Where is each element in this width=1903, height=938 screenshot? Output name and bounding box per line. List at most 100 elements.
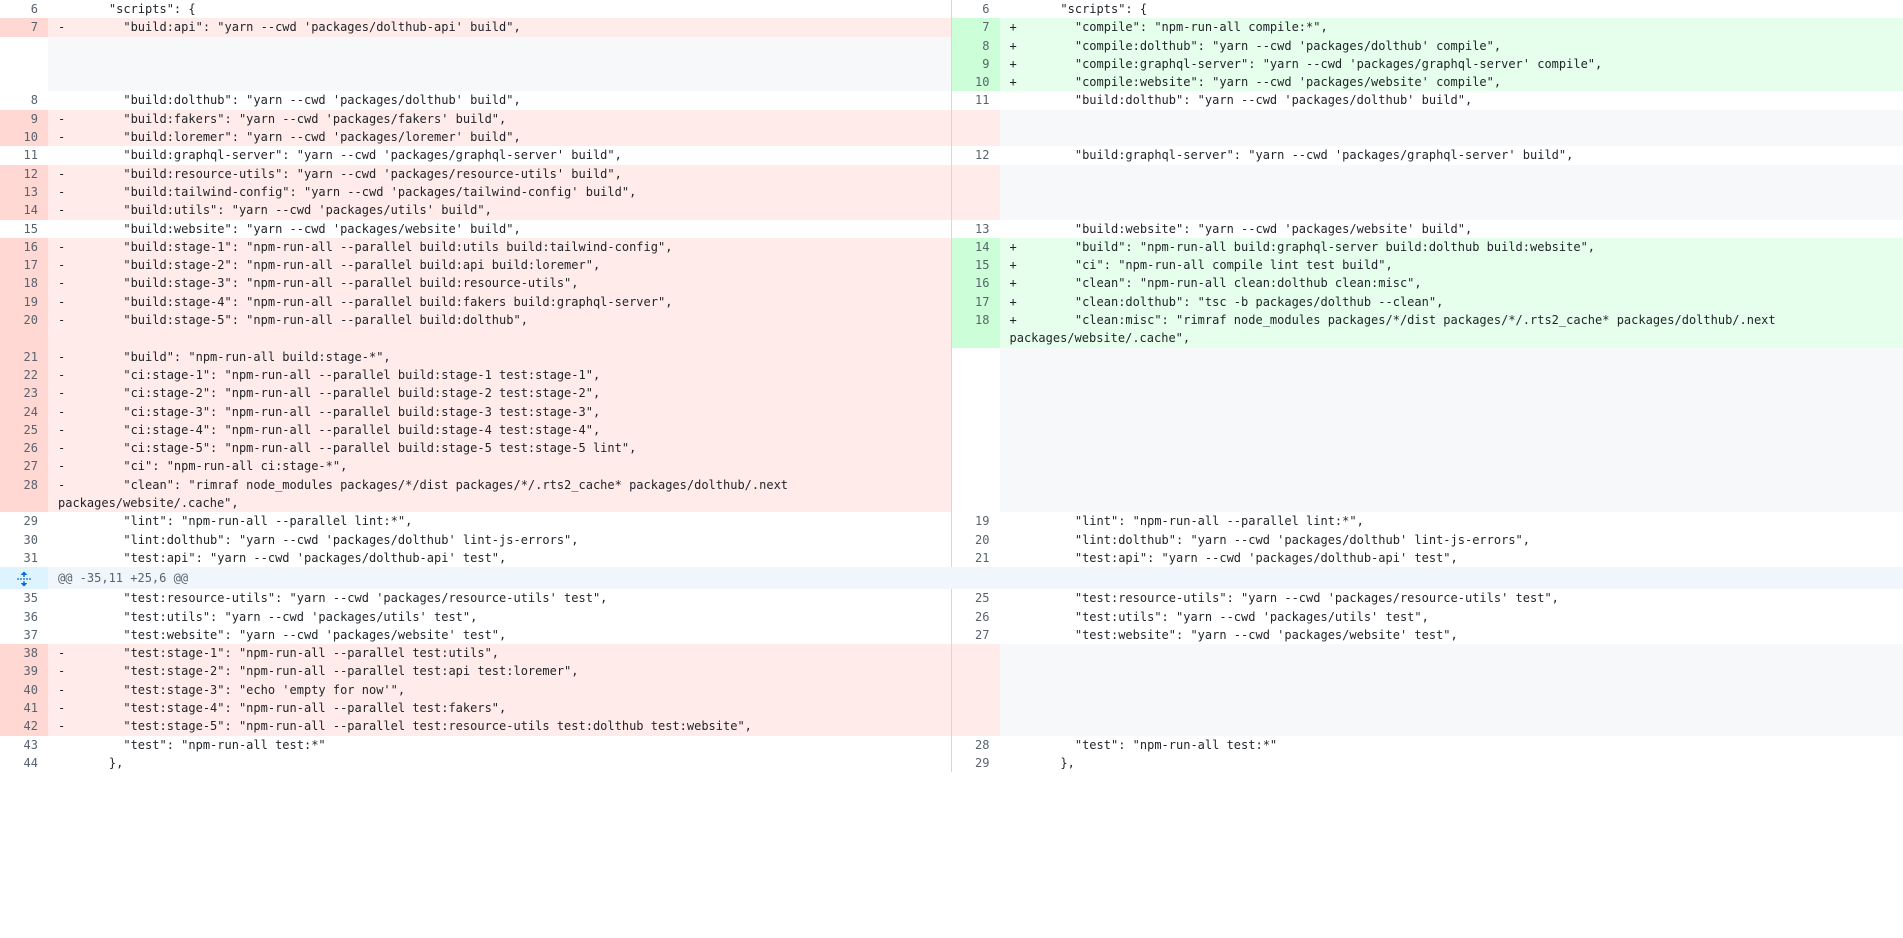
left-code-cell[interactable]: "test:website": "yarn --cwd 'packages/we…: [48, 625, 952, 645]
right-line-number[interactable]: [951, 402, 1000, 421]
right-code-cell[interactable]: "build:graphql-server": "yarn --cwd 'pac…: [999, 146, 1903, 165]
right-line-number[interactable]: 26: [951, 607, 1000, 626]
left-code-cell[interactable]: "build:graphql-server": "yarn --cwd 'pac…: [48, 146, 952, 165]
right-line-number[interactable]: 12: [951, 146, 1000, 165]
left-code-cell[interactable]: - "clean": "rimraf node_modules packages…: [48, 475, 952, 513]
left-code-cell[interactable]: - "build:loremer": "yarn --cwd 'packages…: [48, 128, 952, 147]
left-line-number[interactable]: 7: [0, 18, 48, 37]
right-line-number[interactable]: 21: [951, 548, 1000, 568]
right-line-number[interactable]: [951, 365, 1000, 385]
right-line-number[interactable]: [951, 717, 1000, 736]
right-line-number[interactable]: 18: [951, 311, 1000, 348]
right-line-number[interactable]: [951, 109, 1000, 129]
left-code-cell[interactable]: - "ci:stage-4": "npm-run-all --parallel …: [48, 420, 952, 440]
right-code-cell[interactable]: [999, 457, 1903, 476]
left-code-cell[interactable]: - "ci:stage-3": "npm-run-all --parallel …: [48, 402, 952, 421]
left-line-number[interactable]: 10: [0, 128, 48, 147]
left-code-cell[interactable]: - "build:stage-1": "npm-run-all --parall…: [48, 237, 952, 257]
left-line-number[interactable]: 12: [0, 164, 48, 183]
left-line-number[interactable]: 15: [0, 219, 48, 238]
left-line-number[interactable]: 30: [0, 530, 48, 549]
left-line-number[interactable]: 21: [0, 347, 48, 366]
right-line-number[interactable]: 25: [951, 589, 1000, 608]
left-code-cell[interactable]: - "build:stage-4": "npm-run-all --parall…: [48, 292, 952, 312]
right-code-cell[interactable]: "test:api": "yarn --cwd 'packages/dolthu…: [999, 548, 1903, 568]
left-code-cell[interactable]: "test:utils": "yarn --cwd 'packages/util…: [48, 607, 952, 626]
right-line-number[interactable]: 10: [951, 73, 1000, 92]
left-line-number[interactable]: 28: [0, 475, 48, 513]
left-code-cell[interactable]: - "build:stage-3": "npm-run-all --parall…: [48, 274, 952, 293]
right-code-cell[interactable]: + "ci": "npm-run-all compile lint test b…: [999, 256, 1903, 275]
left-line-number[interactable]: 18: [0, 274, 48, 293]
left-code-cell[interactable]: "build:dolthub": "yarn --cwd 'packages/d…: [48, 91, 952, 110]
left-line-number[interactable]: [0, 36, 48, 55]
right-line-number[interactable]: [951, 680, 1000, 699]
right-code-cell[interactable]: [999, 128, 1903, 147]
left-code-cell[interactable]: "test": "npm-run-all test:*": [48, 735, 952, 754]
left-code-cell[interactable]: - "build:tailwind-config": "yarn --cwd '…: [48, 182, 952, 202]
right-line-number[interactable]: [951, 475, 1000, 513]
left-line-number[interactable]: 24: [0, 402, 48, 421]
right-line-number[interactable]: [951, 420, 1000, 440]
left-line-number[interactable]: 14: [0, 201, 48, 220]
right-code-cell[interactable]: [999, 475, 1903, 513]
right-code-cell[interactable]: + "compile:website": "yarn --cwd 'packag…: [999, 73, 1903, 92]
right-line-number[interactable]: 6: [951, 0, 1000, 19]
unfold-icon[interactable]: [0, 567, 48, 590]
left-line-number[interactable]: 38: [0, 644, 48, 663]
left-code-cell[interactable]: - "build": "npm-run-all build:stage-*",: [48, 347, 952, 366]
right-code-cell[interactable]: [999, 717, 1903, 736]
left-line-number[interactable]: [0, 54, 48, 74]
left-code-cell[interactable]: [48, 36, 952, 55]
left-code-cell[interactable]: "build:website": "yarn --cwd 'packages/w…: [48, 219, 952, 238]
right-line-number[interactable]: [951, 128, 1000, 147]
left-line-number[interactable]: 35: [0, 589, 48, 608]
left-line-number[interactable]: 40: [0, 680, 48, 699]
left-code-cell[interactable]: - "build:stage-2": "npm-run-all --parall…: [48, 256, 952, 275]
right-line-number[interactable]: 9: [951, 54, 1000, 74]
left-line-number[interactable]: 6: [0, 0, 48, 19]
left-code-cell[interactable]: "scripts": {: [48, 0, 952, 19]
left-code-cell[interactable]: [48, 73, 952, 92]
left-code-cell[interactable]: "lint:dolthub": "yarn --cwd 'packages/do…: [48, 530, 952, 549]
left-line-number[interactable]: 26: [0, 439, 48, 458]
left-line-number[interactable]: 13: [0, 182, 48, 202]
left-line-number[interactable]: 29: [0, 512, 48, 531]
left-line-number[interactable]: 9: [0, 109, 48, 129]
left-line-number[interactable]: 8: [0, 91, 48, 110]
left-line-number[interactable]: 22: [0, 365, 48, 385]
right-line-number[interactable]: 20: [951, 530, 1000, 549]
right-code-cell[interactable]: "test": "npm-run-all test:*": [999, 735, 1903, 754]
right-code-cell[interactable]: "test:resource-utils": "yarn --cwd 'pack…: [999, 589, 1903, 608]
right-code-cell[interactable]: [999, 439, 1903, 458]
right-code-cell[interactable]: "build:website": "yarn --cwd 'packages/w…: [999, 219, 1903, 238]
right-line-number[interactable]: [951, 347, 1000, 366]
left-line-number[interactable]: 39: [0, 662, 48, 681]
left-line-number[interactable]: [0, 73, 48, 92]
left-code-cell[interactable]: - "build:fakers": "yarn --cwd 'packages/…: [48, 109, 952, 129]
right-code-cell[interactable]: "scripts": {: [999, 0, 1903, 19]
left-code-cell[interactable]: - "build:api": "yarn --cwd 'packages/dol…: [48, 18, 952, 37]
right-line-number[interactable]: [951, 384, 1000, 403]
right-code-cell[interactable]: [999, 420, 1903, 440]
right-code-cell[interactable]: + "clean:misc": "rimraf node_modules pac…: [999, 311, 1903, 348]
left-line-number[interactable]: 11: [0, 146, 48, 165]
left-line-number[interactable]: 41: [0, 698, 48, 718]
right-code-cell[interactable]: + "compile:graphql-server": "yarn --cwd …: [999, 54, 1903, 74]
right-line-number[interactable]: 14: [951, 237, 1000, 257]
right-line-number[interactable]: 27: [951, 625, 1000, 645]
right-line-number[interactable]: [951, 698, 1000, 718]
left-code-cell[interactable]: - "test:stage-2": "npm-run-all --paralle…: [48, 662, 952, 681]
left-code-cell[interactable]: - "build:resource-utils": "yarn --cwd 'p…: [48, 164, 952, 183]
right-line-number[interactable]: [951, 644, 1000, 663]
left-code-cell[interactable]: - "build:utils": "yarn --cwd 'packages/u…: [48, 201, 952, 220]
right-line-number[interactable]: 19: [951, 512, 1000, 531]
left-line-number[interactable]: 23: [0, 384, 48, 403]
right-code-cell[interactable]: [999, 662, 1903, 681]
right-code-cell[interactable]: },: [999, 753, 1903, 773]
right-code-cell[interactable]: + "compile:dolthub": "yarn --cwd 'packag…: [999, 36, 1903, 55]
right-code-cell[interactable]: [999, 644, 1903, 663]
right-code-cell[interactable]: [999, 347, 1903, 366]
right-line-number[interactable]: [951, 164, 1000, 183]
right-code-cell[interactable]: [999, 182, 1903, 202]
